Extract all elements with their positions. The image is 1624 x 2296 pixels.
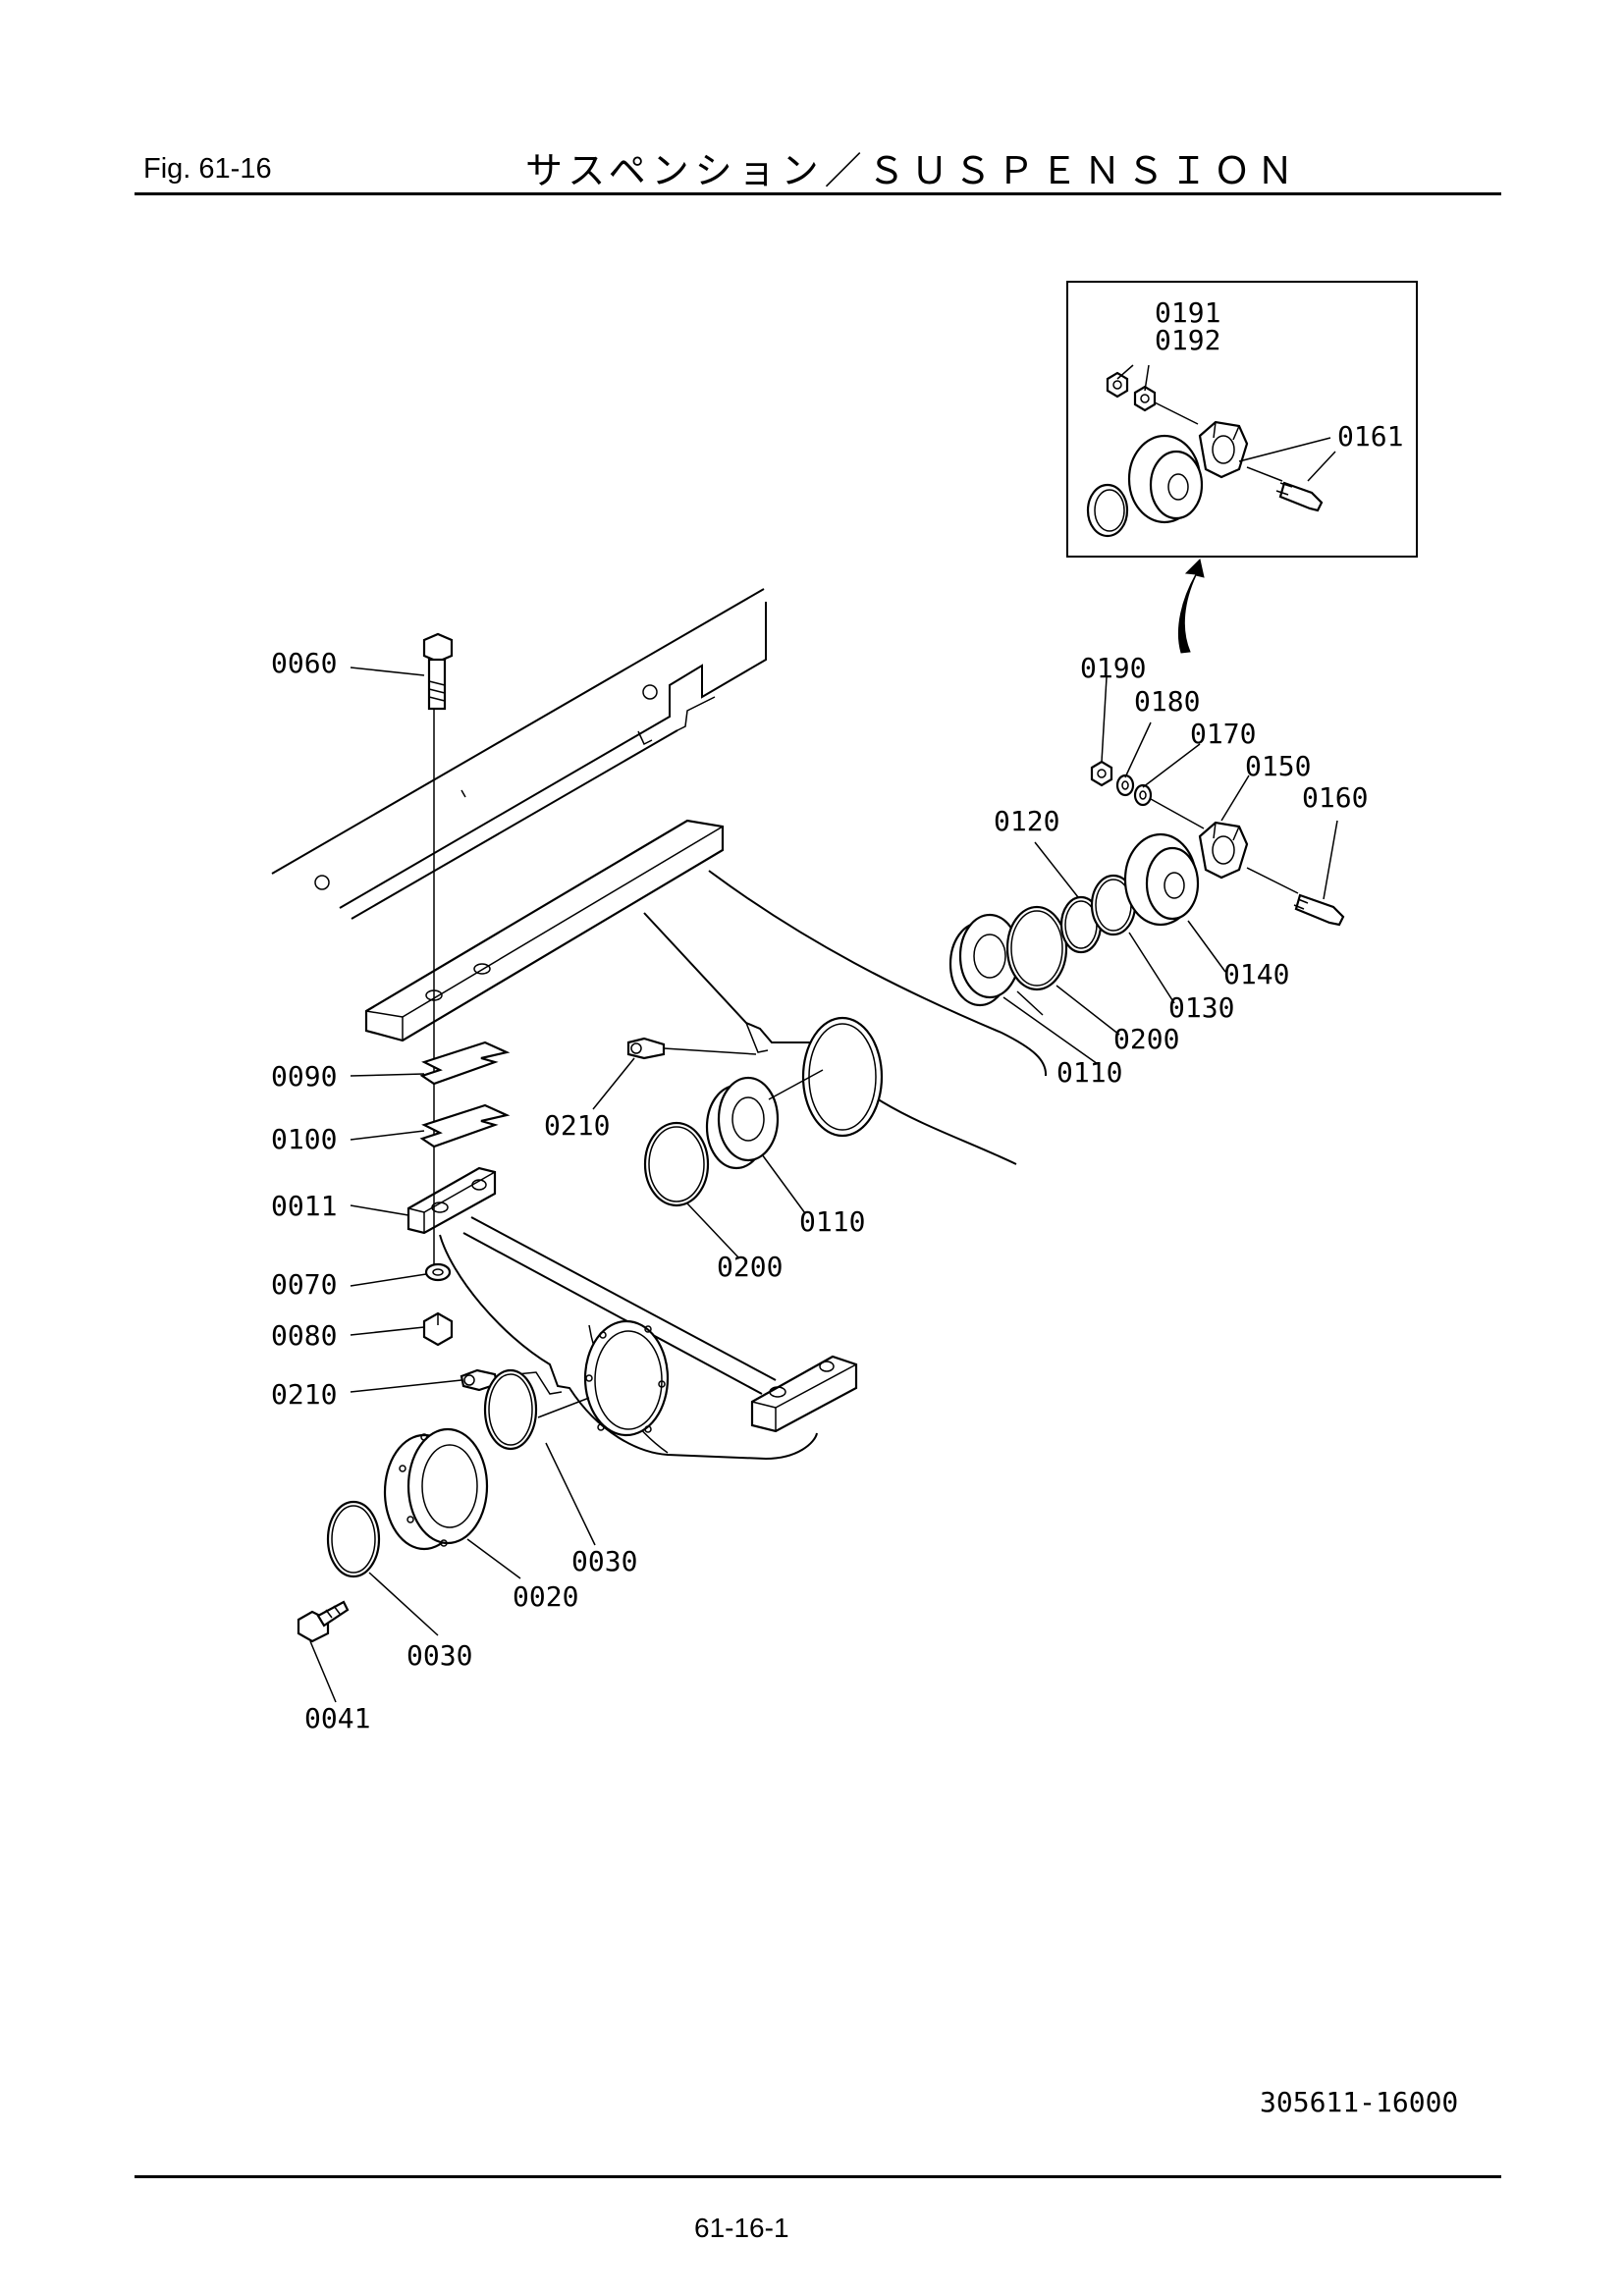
bushing-0020 bbox=[383, 1427, 489, 1551]
mounting-plate bbox=[364, 819, 725, 1042]
callout-0160: 0160 bbox=[1302, 781, 1368, 814]
inset-bolt bbox=[1246, 466, 1324, 512]
callout-0041: 0041 bbox=[304, 1702, 370, 1735]
callout-0110-right: 0110 bbox=[1056, 1056, 1122, 1089]
callout-0140: 0140 bbox=[1223, 958, 1289, 990]
leader-lines bbox=[309, 667, 1338, 1703]
callout-0170: 0170 bbox=[1190, 718, 1256, 750]
page-title: サスペンション／ＳＵＳＰＥＮＳＩＯＮ bbox=[525, 149, 1300, 192]
o-ring-0030-inner bbox=[326, 1500, 381, 1578]
inset-ring bbox=[1086, 483, 1129, 538]
castle-nut-0150 bbox=[1198, 821, 1249, 880]
callout-0090: 0090 bbox=[271, 1060, 337, 1093]
callout-0191: 0191 bbox=[1155, 296, 1220, 329]
callout-0180: 0180 bbox=[1134, 685, 1200, 718]
bolt-0160 bbox=[1246, 867, 1345, 927]
callout-0011: 0011 bbox=[271, 1190, 337, 1222]
callout-0161: 0161 bbox=[1337, 420, 1403, 453]
drawing-number: 305611-16000 bbox=[1260, 2086, 1459, 2118]
figure-number: Fig. 61-16 bbox=[143, 153, 272, 185]
callout-0210-lower: 0210 bbox=[271, 1378, 337, 1411]
inset-castle-nut bbox=[1198, 420, 1249, 479]
footer-rule bbox=[135, 2175, 1501, 2178]
callout-0110-upper: 0110 bbox=[799, 1205, 865, 1238]
callout-0060: 0060 bbox=[271, 647, 337, 679]
callout-0130: 0130 bbox=[1168, 991, 1234, 1024]
callout-0070: 0070 bbox=[271, 1268, 337, 1301]
callout-labels: 0191 0192 0161 0060 0190 0180 0170 0150 … bbox=[271, 296, 1403, 1735]
o-ring-0130 bbox=[1090, 874, 1137, 936]
callout-0210-upper: 0210 bbox=[544, 1109, 610, 1142]
o-ring-0030-outer bbox=[483, 1368, 538, 1451]
detail-inset bbox=[1066, 281, 1418, 558]
inset-nut-small-1 bbox=[1106, 371, 1129, 399]
shim-0090 bbox=[419, 1041, 511, 1086]
washer-0170 bbox=[1133, 783, 1153, 807]
washer-0180 bbox=[1115, 774, 1135, 797]
pivot-arm bbox=[643, 870, 1048, 1165]
bushing-0110-upper bbox=[705, 1076, 780, 1170]
inset-nut-small-2 bbox=[1133, 385, 1157, 412]
grease-nipple-upper bbox=[626, 1037, 757, 1060]
o-ring-0200-right bbox=[1005, 905, 1068, 991]
callout-0192: 0192 bbox=[1155, 324, 1220, 356]
washer-0070 bbox=[424, 1262, 452, 1282]
callout-0190: 0190 bbox=[1080, 652, 1146, 684]
o-ring-0200-upper bbox=[643, 1121, 710, 1207]
header-rule bbox=[135, 192, 1501, 195]
callout-0120: 0120 bbox=[994, 805, 1059, 837]
callout-0030-inner: 0030 bbox=[406, 1639, 472, 1672]
shim-0100 bbox=[419, 1103, 511, 1148]
nut-0080 bbox=[422, 1311, 454, 1347]
callout-0150: 0150 bbox=[1245, 750, 1311, 782]
bushing-0110-right bbox=[948, 913, 1021, 1007]
callout-0100: 0100 bbox=[271, 1123, 337, 1155]
hex-bolt-0060 bbox=[422, 632, 454, 711]
detail-arrow-icon bbox=[1178, 559, 1205, 654]
thrust-washer-0140 bbox=[1123, 832, 1200, 927]
nut-0190 bbox=[1090, 760, 1113, 787]
callout-0030-outer: 0030 bbox=[571, 1545, 637, 1577]
callout-0200-right: 0200 bbox=[1113, 1023, 1179, 1055]
lower-axle-bracket bbox=[406, 1166, 858, 1461]
callout-0020: 0020 bbox=[513, 1580, 578, 1613]
callout-0200-upper: 0200 bbox=[717, 1251, 783, 1283]
frame-rail bbox=[271, 588, 767, 920]
page-number: 61-16-1 bbox=[694, 2213, 789, 2243]
callout-0080: 0080 bbox=[271, 1319, 337, 1352]
flange-bolt-0041 bbox=[297, 1600, 350, 1643]
inset-washer-large bbox=[1127, 434, 1204, 524]
detail-inset-frame bbox=[1066, 281, 1418, 558]
